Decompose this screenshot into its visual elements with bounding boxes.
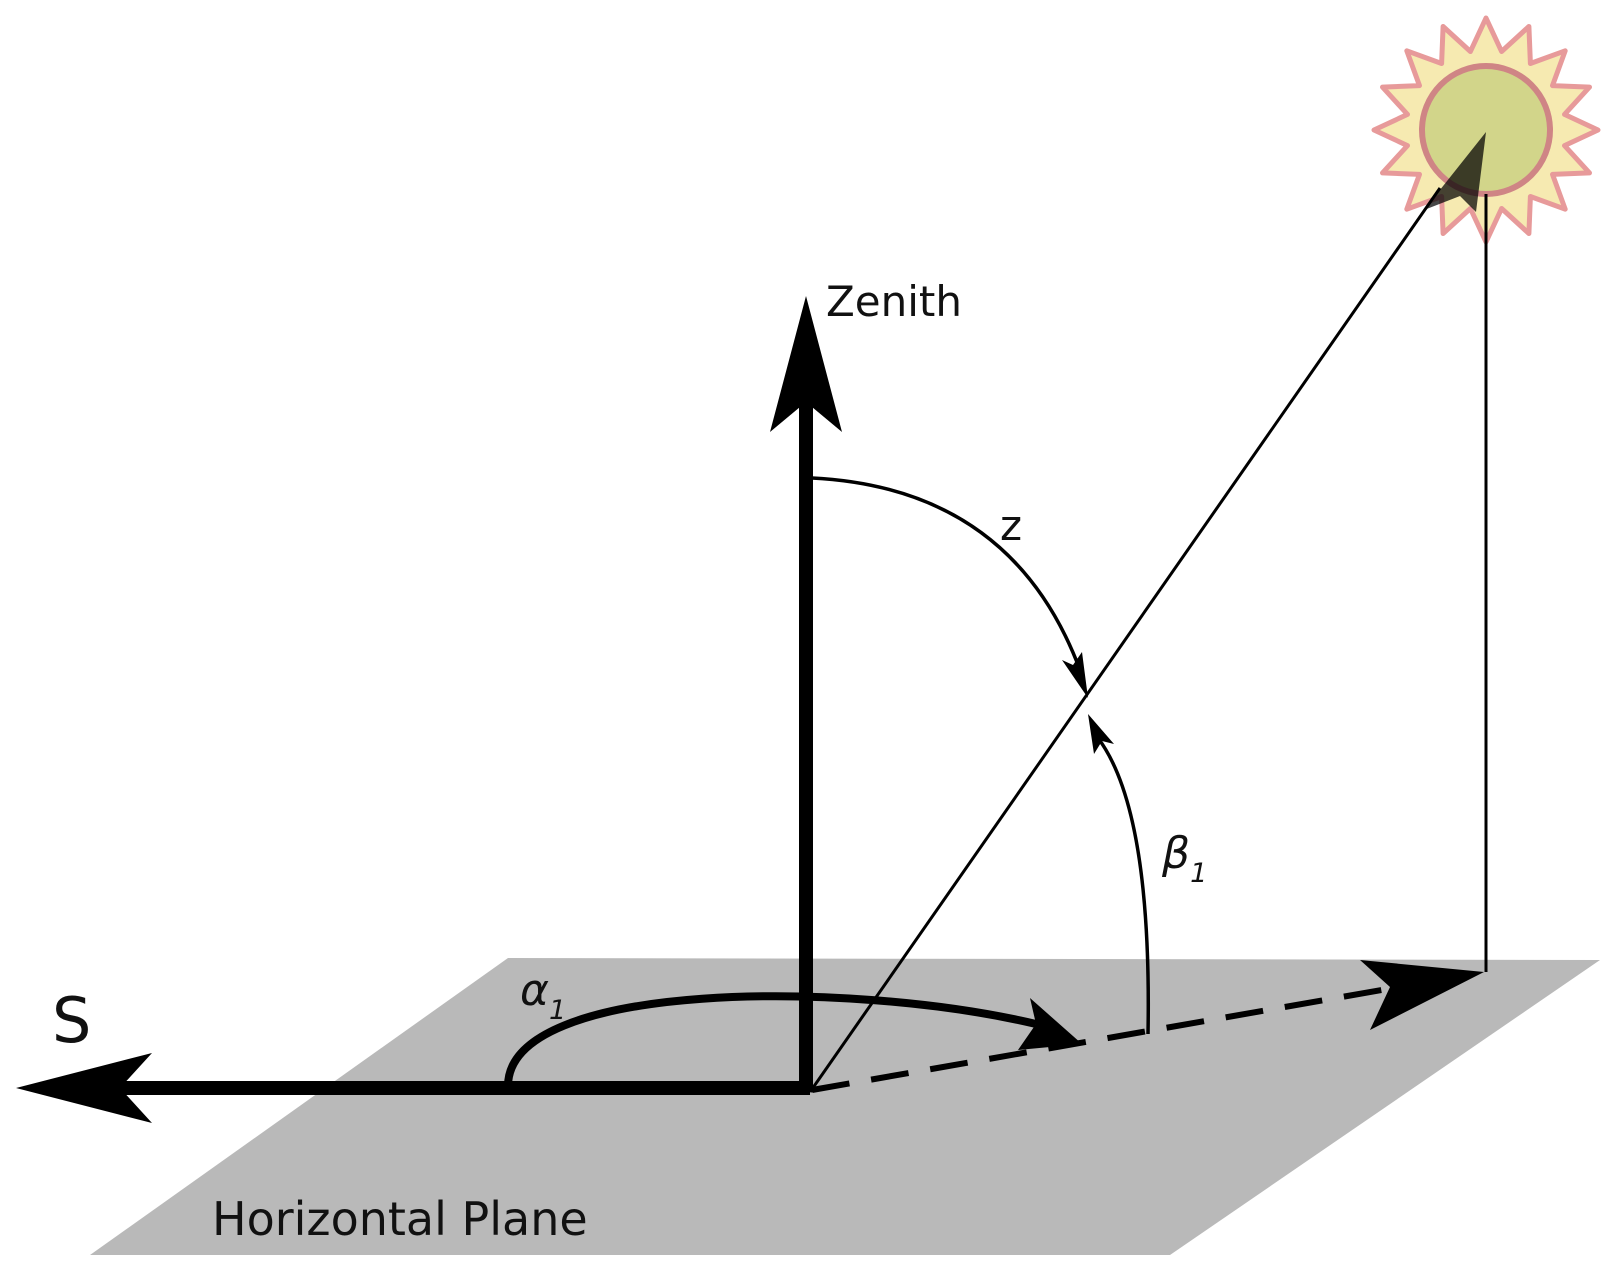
south-arrowhead	[16, 1053, 152, 1123]
azimuth-projection-arrowhead	[1360, 960, 1484, 1030]
sun-ray-line	[808, 187, 1442, 1093]
horizontal-plane	[90, 958, 1600, 1255]
sun-ray-arrowhead	[1424, 132, 1486, 212]
zenith-label: Zenith	[826, 277, 962, 326]
zenith-angle-arc	[811, 476, 1082, 671]
altitude-angle-arc	[1096, 736, 1151, 1035]
altitude-angle-arrowhead	[1088, 714, 1114, 754]
azimuth-angle-arrowhead	[1018, 998, 1082, 1050]
horizontal-plane-label: Horizontal Plane	[212, 1192, 588, 1246]
altitude-angle-label: β1	[1161, 828, 1207, 889]
south-label: S	[52, 984, 91, 1057]
sun-azimuth-projection	[811, 982, 1411, 1093]
azimuth-angle-arc	[504, 992, 1037, 1087]
zenith-arrowhead	[770, 296, 842, 432]
zenith-angle-label: z	[1000, 501, 1022, 550]
zenith-angle-arrowhead	[1062, 652, 1088, 698]
sun-icon	[1371, 15, 1601, 245]
azimuth-angle-label: α1	[520, 965, 566, 1026]
